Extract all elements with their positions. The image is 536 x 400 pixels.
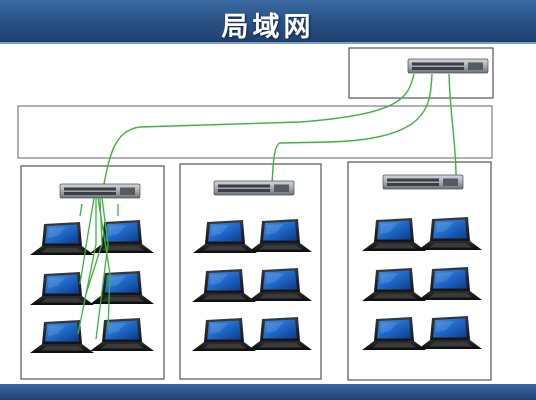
- switch-icon-group-2: [213, 180, 295, 196]
- cable-core-to-switch-1: [103, 73, 415, 185]
- core-switch-icon: [407, 58, 489, 74]
- switch-icon-group-1: [59, 183, 141, 199]
- footer-bar: [0, 384, 536, 400]
- backbone-cables: [103, 73, 457, 186]
- cable-core-to-switch-2: [271, 73, 433, 186]
- title-bar: 局域网: [0, 0, 536, 44]
- cable-core-to-switch-3: [448, 73, 457, 177]
- access-cables-group-1: [77, 197, 119, 340]
- lan-diagram: [17, 47, 494, 381]
- switch-icon-group-3: [382, 174, 464, 190]
- backbone-panel: [17, 105, 493, 159]
- page-title: 局域网: [221, 12, 315, 43]
